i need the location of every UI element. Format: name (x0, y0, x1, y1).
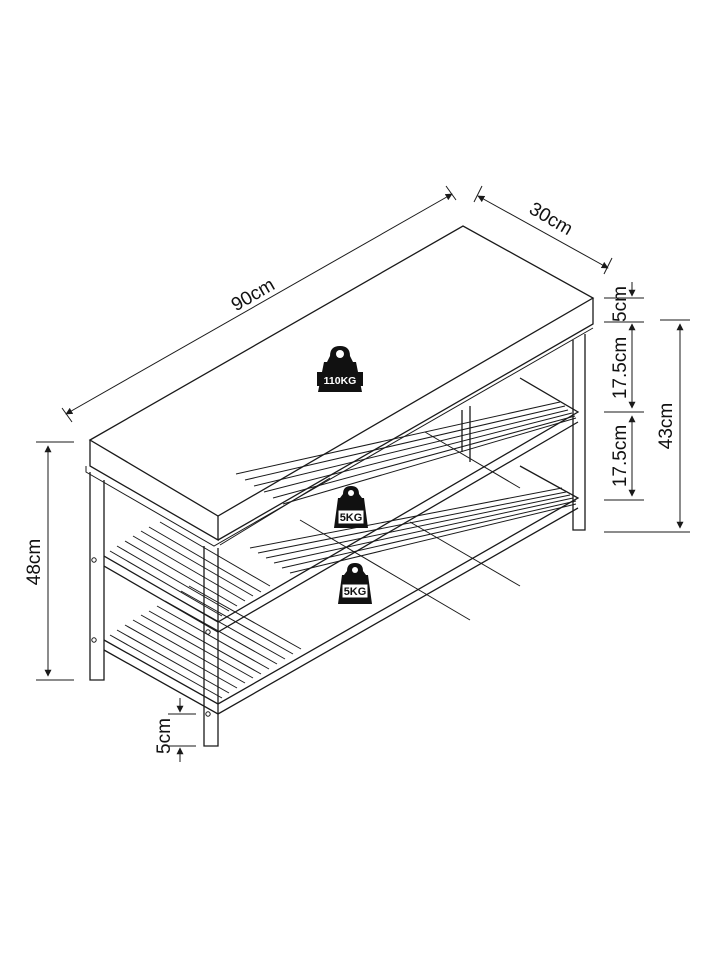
dimension-5cm-cushion: 5cm (604, 282, 644, 338)
weight-icon-lower-shelf: 5KG (338, 563, 372, 604)
length-label: 90cm (228, 275, 279, 316)
depth-label: 30cm (525, 199, 576, 240)
dimension-43cm: 43cm (604, 319, 690, 533)
lower-shelf-load-label: 5KG (344, 586, 367, 598)
weight-icon-seat: 110KG (317, 346, 363, 392)
dimension-17-5cm-lower: 17.5cm (604, 415, 644, 501)
shoe-bench (85, 225, 595, 747)
seat-load-label: 110KG (324, 375, 357, 387)
upper-shelf (103, 377, 580, 633)
rack-height-label: 43cm (656, 403, 677, 449)
dimension-5cm-floor: 5cm (154, 698, 196, 762)
dimension-17-5cm-upper: 17.5cm (604, 326, 644, 413)
front-left-leg (89, 472, 105, 681)
lower-shelf (103, 465, 580, 715)
cushion-thickness-label: 5cm (610, 286, 631, 322)
weight-icon-upper-shelf: 5KG (334, 486, 368, 528)
dimension-48cm: 48cm (24, 441, 74, 681)
dimension-30cm: 30cm (473, 185, 613, 275)
overall-height-label: 48cm (24, 539, 45, 585)
upper-gap-label: 17.5cm (610, 337, 631, 399)
lower-gap-label: 17.5cm (610, 425, 631, 487)
dimension-90cm: 90cm (61, 185, 457, 423)
floor-clearance-label: 5cm (154, 718, 175, 754)
upper-shelf-load-label: 5KG (340, 512, 363, 524)
